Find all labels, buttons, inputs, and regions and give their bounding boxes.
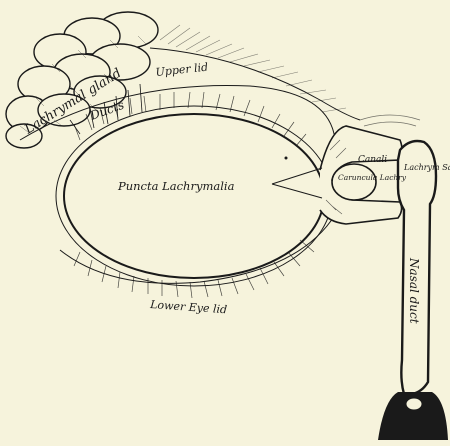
label-nasal-duct: Nasal duct (407, 257, 421, 324)
brow-line (150, 48, 360, 120)
nasal-duct-lumen (406, 398, 422, 410)
eye-opening (64, 114, 324, 278)
label-sac: Lachrym Sac (403, 163, 450, 172)
sac-hatching (360, 115, 420, 126)
label-caruncle: Caruncula Lachry (338, 173, 407, 182)
label-puncta: Puncta Lachrymalia (117, 179, 235, 193)
eye-dot (285, 157, 288, 160)
caruncle (332, 164, 376, 200)
label-canaliculi: Canali (358, 155, 387, 165)
label-lower-lid: Lower Eye lid (149, 298, 228, 316)
label-upper-lid: Upper lid (155, 61, 209, 79)
